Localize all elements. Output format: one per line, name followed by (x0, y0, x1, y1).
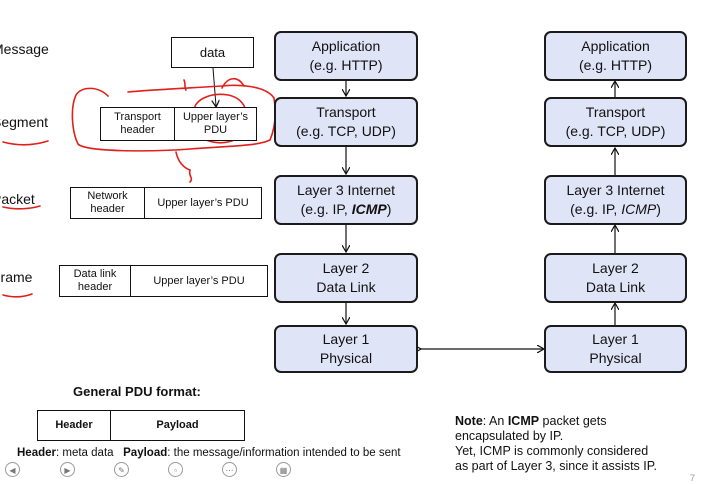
general-pdu-box: Header Payload (37, 410, 245, 441)
transport-header-cell: Transport header (114, 111, 161, 136)
data-label: data (199, 45, 226, 60)
next-icon[interactable]: ▶ (60, 462, 75, 477)
datalink-header-cell: Data link header (73, 268, 117, 293)
network-header-cell: Network header (87, 190, 128, 215)
right-application-layer: Application (e.g. HTTP) (544, 31, 687, 81)
upper-pdu-cell: Upper layer’s PDU (144, 188, 261, 218)
layer-subtitle: (e.g. HTTP) (309, 57, 383, 73)
general-payload-cell: Payload (110, 411, 244, 440)
page-number: 7 (690, 473, 696, 483)
layer-title: Layer 2 (592, 260, 639, 276)
right-transport-layer: Transport (e.g. TCP, UDP) (544, 97, 687, 147)
layer-title: Application (581, 38, 650, 54)
left-physical-layer: Layer 1 Physical (274, 325, 418, 373)
layer-title: Layer 1 (592, 331, 639, 347)
layer-subtitle: (e.g. IP, ICMP) (570, 201, 661, 217)
layer-subtitle: Data Link (585, 279, 646, 295)
layer-title: Layer 3 Internet (566, 182, 665, 198)
slides-icon[interactable]: ▦ (276, 462, 291, 477)
packet-pdu-box: Network header Upper layer’s PDU (70, 187, 262, 219)
layer-title: Transport (316, 104, 376, 120)
left-application-layer: Application (e.g. HTTP) (274, 31, 418, 81)
general-pdu-caption: Header: meta data Payload: the message/i… (17, 447, 401, 459)
layer-title: Layer 2 (322, 260, 370, 276)
more-icon[interactable]: ⋯ (222, 462, 237, 477)
upper-pdu-cell: Upper layer’s PDU (174, 108, 256, 140)
left-internet-layer: Layer 3 Internet (e.g. IP, ICMP) (274, 175, 418, 225)
pdu-name-segment: Segment (0, 114, 49, 130)
right-internet-layer: Layer 3 Internet (e.g. IP, ICMP) (544, 175, 687, 225)
right-datalink-layer: Layer 2 Data Link (544, 253, 687, 303)
right-physical-layer: Layer 1 Physical (544, 325, 687, 373)
general-header-cell: Header (55, 419, 93, 431)
prev-icon[interactable]: ◀ (5, 462, 20, 477)
layer-title: Layer 1 (322, 331, 370, 347)
layer-subtitle: Data Link (316, 279, 376, 295)
layer-subtitle: (e.g. TCP, UDP) (296, 123, 396, 139)
left-transport-layer: Transport (e.g. TCP, UDP) (274, 97, 418, 147)
eraser-icon[interactable]: ▫ (168, 462, 183, 477)
left-datalink-layer: Layer 2 Data Link (274, 253, 418, 303)
pen-icon[interactable]: ✎ (114, 462, 129, 477)
layer-subtitle: Physical (589, 350, 642, 366)
layer-title: Transport (585, 104, 646, 120)
data-box: data (171, 37, 254, 68)
icmp-note: Note: An ICMP packet gets encapsulated b… (455, 414, 657, 473)
upper-pdu-cell: Upper layer’s PDU (130, 266, 267, 296)
layer-title: Layer 3 Internet (296, 182, 396, 198)
layer-subtitle: (e.g. HTTP) (578, 57, 653, 73)
layer-subtitle: (e.g. IP, ICMP) (300, 201, 392, 217)
pdu-name-message: Message (0, 41, 49, 57)
layer-subtitle: (e.g. TCP, UDP) (565, 123, 666, 139)
segment-pdu-box: Transport header Upper layer’s PDU (100, 107, 257, 141)
layer-subtitle: Physical (319, 350, 373, 366)
pdu-name-packet: Packet (0, 191, 35, 207)
pdu-name-frame: Frame (0, 269, 33, 285)
general-pdu-title: General PDU format: (73, 384, 201, 399)
layer-title: Application (311, 38, 381, 54)
frame-pdu-box: Data link header Upper layer’s PDU (59, 265, 268, 297)
